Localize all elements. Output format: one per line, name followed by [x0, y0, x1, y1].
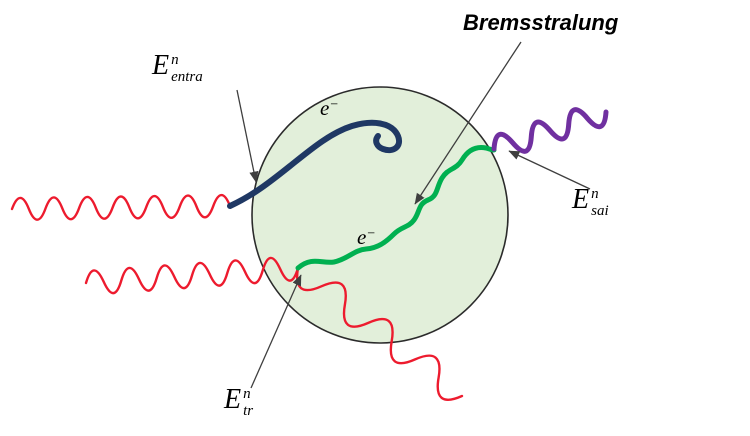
- label-electron-primary-sup: −: [329, 97, 339, 113]
- label-e-tr-base: E: [224, 384, 242, 415]
- label-e-tr-scripts: n tr: [243, 386, 253, 419]
- label-e-entra-scripts: n entra: [171, 52, 203, 85]
- secondary-electron-track: [295, 145, 497, 271]
- label-bremsstralung: Bremsstralung: [463, 10, 619, 35]
- incident-photon-upper-wave: [10, 193, 232, 221]
- pointer-line-entra: [236, 89, 259, 183]
- label-e-tr-sub: tr: [243, 403, 254, 419]
- label-e-entra-base: E: [152, 50, 170, 81]
- incident-photon-lower-wave: [84, 256, 300, 295]
- label-electron-primary: e−: [320, 98, 339, 120]
- bremsstrahlung-photon-wave: [491, 107, 609, 154]
- label-e-entra-sup: n: [171, 52, 179, 68]
- label-electron-primary-base: e: [320, 96, 330, 120]
- label-electron-secondary-sup: −: [366, 226, 376, 242]
- label-e-sai-sup: n: [591, 186, 599, 202]
- pointer-line-tr: [250, 274, 302, 389]
- label-e-sai-sub: sai: [591, 203, 609, 219]
- label-e-sai-base: E: [572, 184, 590, 215]
- label-e-sai-scripts: n sai: [591, 186, 609, 219]
- label-e-tr-sup: n: [243, 386, 251, 402]
- label-e-tr: E n tr: [224, 386, 253, 419]
- primary-electron-track: [227, 119, 402, 209]
- label-e-entra-sub: entra: [171, 69, 203, 85]
- label-electron-secondary: e−: [357, 227, 376, 249]
- interaction-sphere: [251, 86, 509, 344]
- pointer-line-sai: [508, 150, 591, 190]
- label-e-sai: E n sai: [572, 186, 609, 219]
- label-electron-secondary-base: e: [357, 225, 367, 249]
- pointer-line-bremsstralung: [414, 41, 522, 205]
- scattered-photon-wave: [295, 266, 464, 401]
- label-e-entra: E n entra: [152, 52, 203, 85]
